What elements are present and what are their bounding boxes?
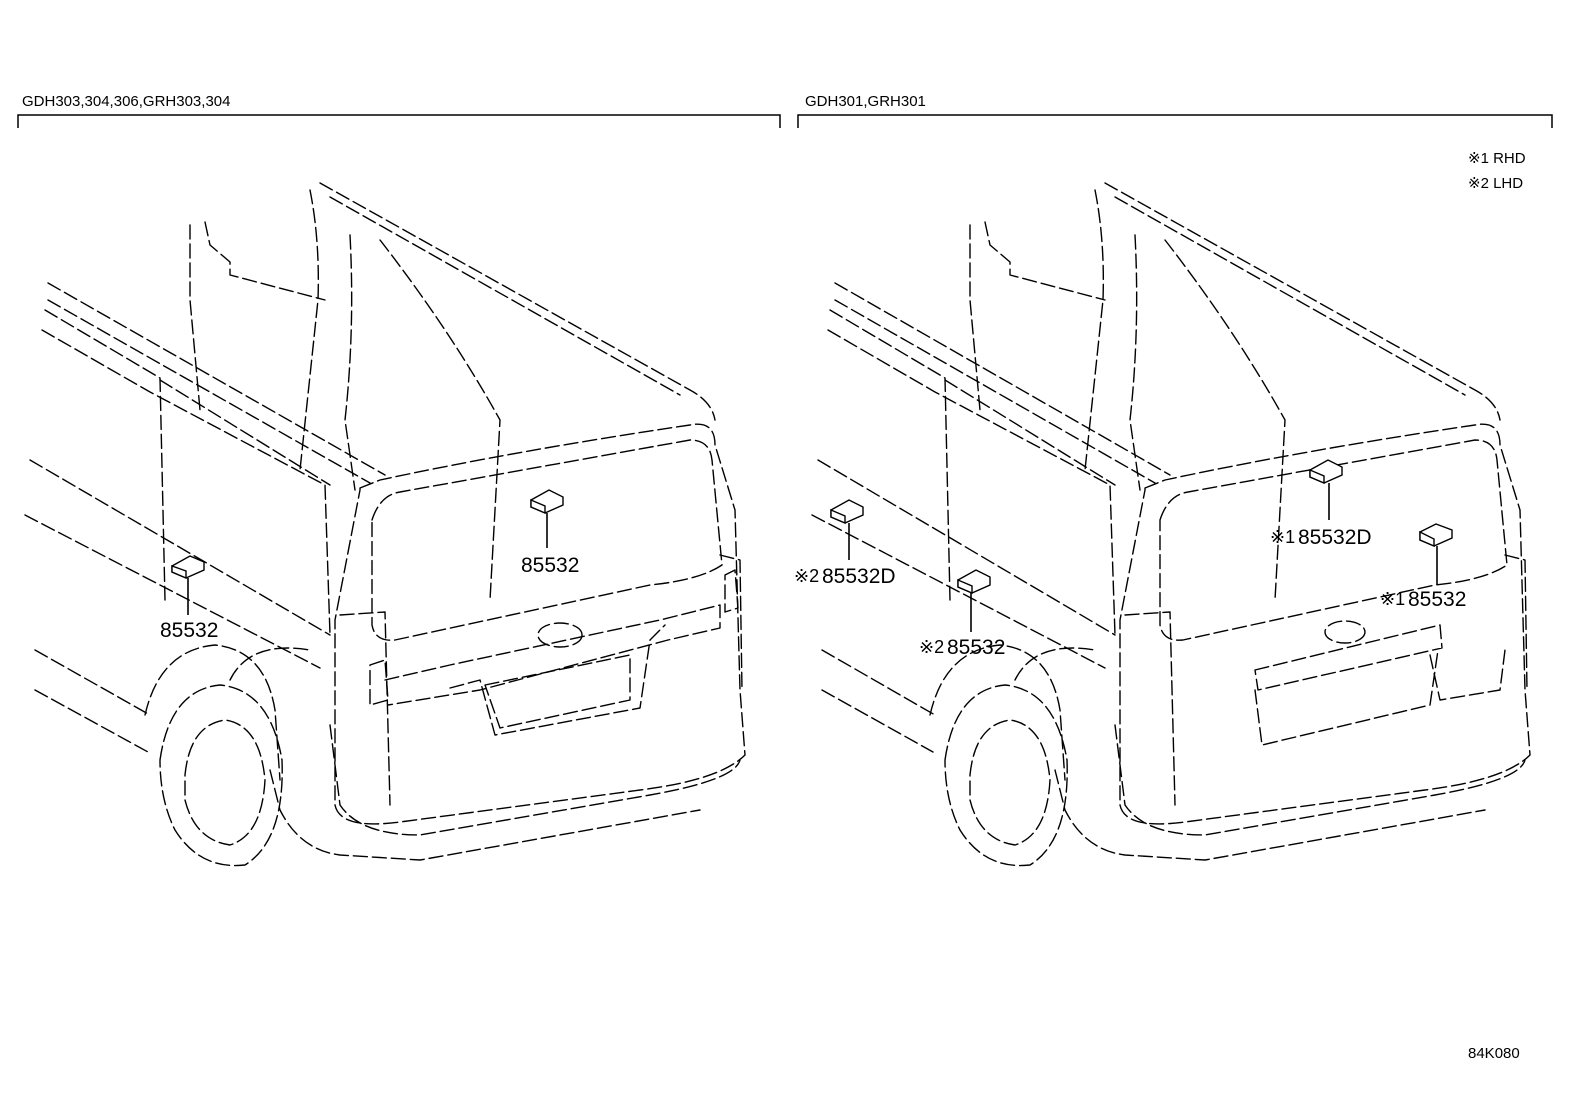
van-left-illustration (24, 182, 746, 867)
label-right-side-lower-part: 85532 (947, 636, 1005, 659)
connector-85532-rear-left (530, 489, 564, 548)
note-rhd: ※1 RHD (1468, 150, 1526, 167)
connector-85532D-rear-right (1309, 459, 1343, 520)
note-lhd: ※2 LHD (1468, 175, 1523, 192)
header-bracket-right (797, 114, 1553, 128)
header-right: GDH301,GRH301 (805, 93, 926, 110)
connector-85532-side-left (171, 555, 205, 615)
van-right-illustration (811, 182, 1531, 867)
connector-85532-side-right (957, 569, 991, 632)
label-right-rear-lower-part: 85532 (1408, 588, 1466, 611)
mark-right-side-upper: ※2 (794, 566, 819, 586)
mark-right-rear-upper: ※1 (1270, 527, 1295, 547)
header-left: GDH303,304,306,GRH303,304 (22, 93, 230, 110)
label-right-side-upper-part: 85532D (822, 565, 896, 588)
label-left-rear-part: 85532 (521, 554, 579, 577)
mark-right-rear-lower: ※1 (1380, 589, 1405, 609)
figure-id: 84K080 (1468, 1045, 1520, 1062)
connector-85532D-side-right (830, 499, 864, 560)
connector-85532-rear-right (1419, 523, 1453, 585)
label-right-rear-upper-part: 85532D (1298, 526, 1372, 549)
mark-right-side-lower: ※2 (919, 637, 944, 657)
header-bracket-left (17, 114, 781, 128)
label-left-side-part: 85532 (160, 619, 218, 642)
